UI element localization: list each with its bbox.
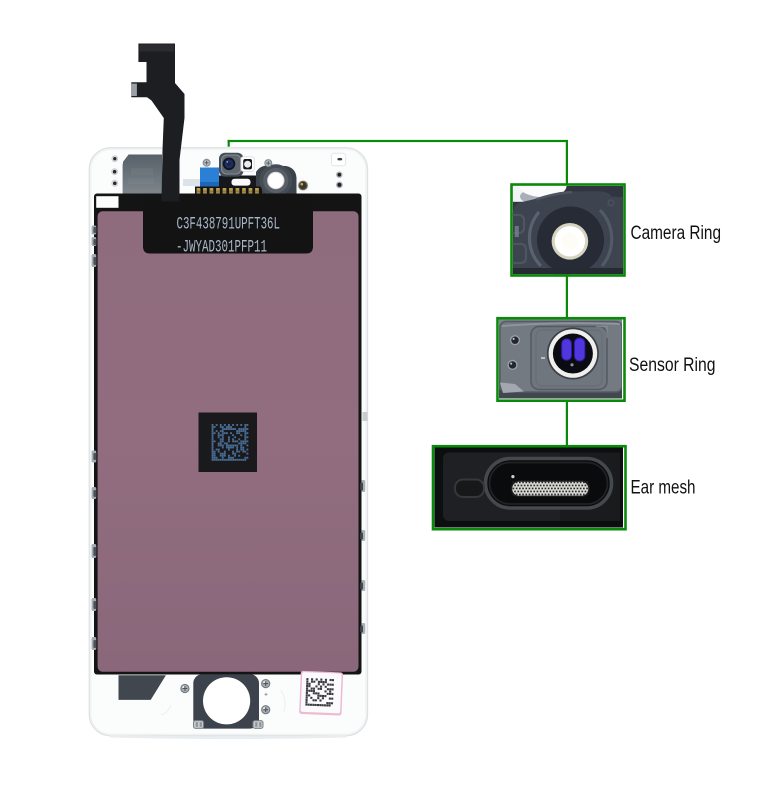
svg-text:C3F438791UPFT36L: C3F438791UPFT36L [177, 215, 281, 234]
svg-text:Camera Ring: Camera Ring [631, 223, 722, 244]
svg-text:-JWYAD301PFP11: -JWYAD301PFP11 [176, 238, 267, 257]
svg-text:Ear mesh: Ear mesh [631, 478, 696, 499]
svg-text:Sensor Ring: Sensor Ring [629, 355, 716, 376]
